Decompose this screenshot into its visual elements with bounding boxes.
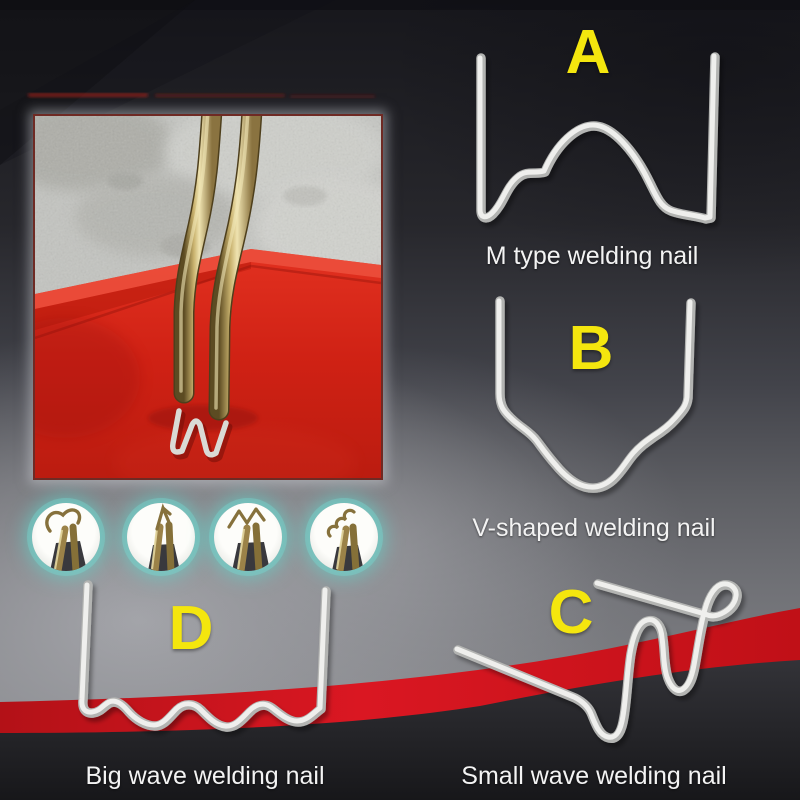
- coil-nail-tip: [326, 508, 356, 538]
- label-d: D: [168, 594, 214, 663]
- label-c: C: [548, 578, 594, 647]
- tip-circle-2: [127, 503, 195, 571]
- wire-v-shaped: [495, 296, 696, 493]
- tip-circle-4: [310, 503, 378, 571]
- electrode-rods: [173, 116, 263, 421]
- wire-m-type: [476, 52, 720, 224]
- label-b: B: [568, 314, 614, 383]
- caption-m-type: M type welding nail: [485, 242, 699, 270]
- m-loop-nail-tip: [45, 508, 82, 533]
- red-tray: [35, 249, 381, 478]
- caption-big-wave: Big wave welding nail: [85, 762, 325, 790]
- caption-v-shaped: V-shaped welding nail: [472, 514, 716, 542]
- staple-in-photo: [169, 408, 233, 463]
- wire-small-wave: [453, 579, 742, 743]
- bottom-dark-band: [0, 660, 800, 800]
- caption-small-wave: Small wave welding nail: [461, 762, 727, 790]
- label-a: A: [565, 18, 611, 87]
- red-streak: [28, 93, 375, 98]
- v-pin-nail-tip: [155, 503, 173, 531]
- tip-circle-1: [32, 503, 100, 571]
- tip-circle-3: [214, 503, 282, 571]
- wire-big-wave: [78, 580, 331, 732]
- welder-tip-photo: [33, 114, 383, 480]
- zigzag-nail-tip: [227, 507, 266, 529]
